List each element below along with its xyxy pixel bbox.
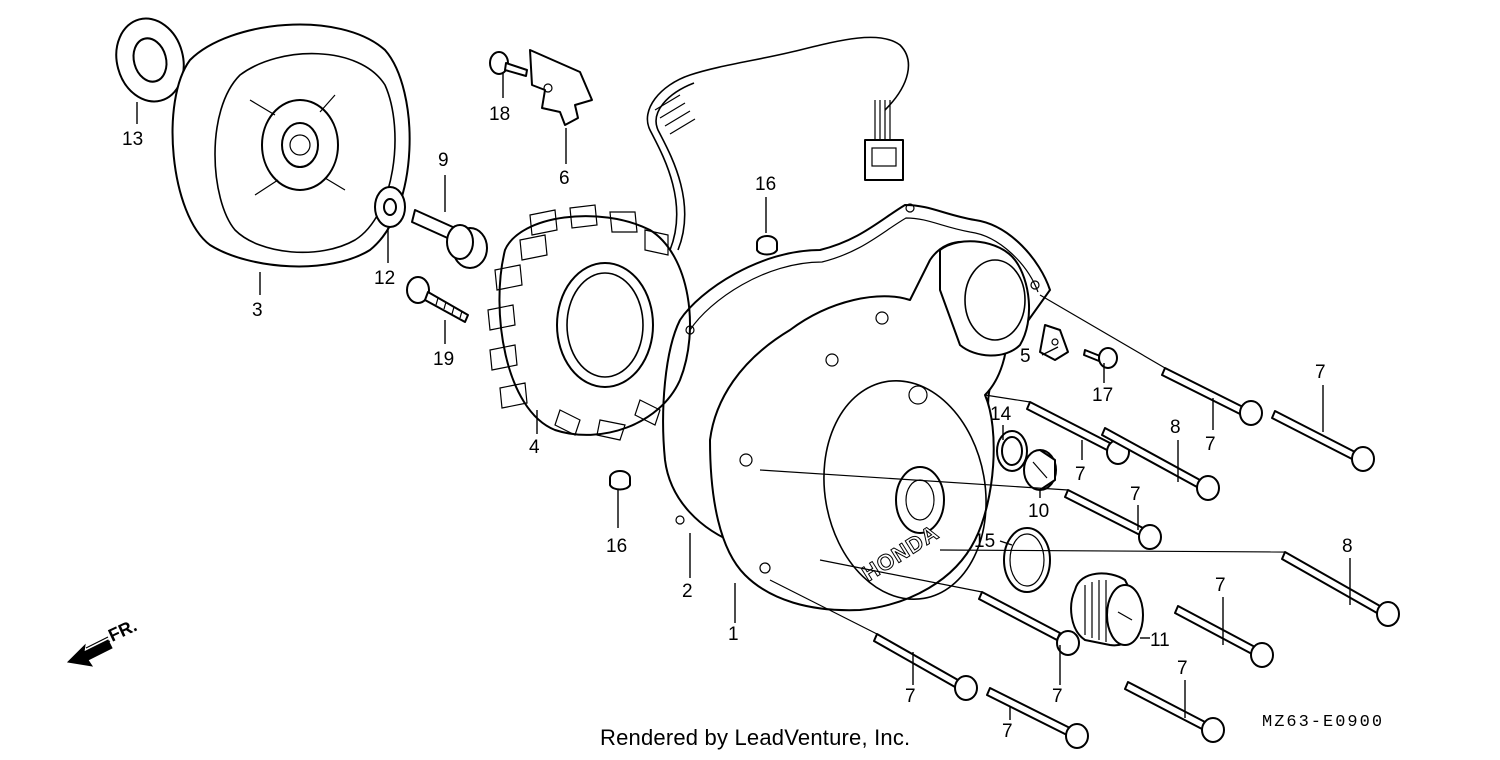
part-dowel-16-lower [609, 470, 631, 491]
part-washer-12 [374, 186, 406, 228]
alignment-lines [759, 294, 1286, 635]
part-bolt-17 [1083, 347, 1118, 369]
part-clamp-6 [529, 49, 593, 126]
callout-13: 13 [122, 129, 143, 150]
part-bolt-8-b [1281, 551, 1400, 627]
callout-8-b: 8 [1342, 536, 1353, 557]
callout-7-a: 7 [1315, 362, 1326, 383]
part-bolt-7-d [1064, 489, 1162, 550]
front-direction-indicator: FR. [66, 615, 140, 667]
callout-7-f: 7 [1052, 686, 1063, 707]
part-bolt-9 [411, 209, 488, 269]
callout-6: 6 [559, 168, 570, 189]
part-plug-10 [1023, 449, 1057, 491]
callout-1: 1 [728, 624, 739, 645]
part-bolt-8-a [1101, 427, 1220, 501]
part-oring-15 [1003, 527, 1051, 593]
part-bolt-7-a [1161, 367, 1263, 426]
callout-7-b: 7 [1205, 434, 1216, 455]
part-oring-14 [996, 430, 1028, 472]
callout-7-d: 7 [1130, 484, 1141, 505]
callout-18: 18 [489, 104, 510, 125]
leader-lines [136, 72, 1351, 720]
callout-7-c: 7 [1075, 464, 1086, 485]
callout-19: 19 [433, 349, 454, 370]
callout-17: 17 [1092, 385, 1113, 406]
callout-8-a: 8 [1170, 417, 1181, 438]
callout-7-i: 7 [1177, 658, 1188, 679]
callout-3: 3 [252, 300, 263, 321]
part-clip-5 [1039, 324, 1069, 361]
part-bolt-7-e [1174, 605, 1274, 668]
part-bolt-7-f [978, 591, 1080, 656]
front-direction-label: FR. [105, 615, 140, 645]
part-flywheel-3 [171, 23, 411, 268]
part-stator-4 [487, 36, 910, 441]
callout-7-h: 7 [1002, 721, 1013, 742]
callout-2: 2 [682, 581, 693, 602]
part-bolt-7-i [1124, 681, 1225, 743]
part-cover-1: HONDA [709, 240, 1031, 612]
callout-10: 10 [1028, 501, 1049, 522]
part-washer-13 [115, 17, 185, 103]
callout-11: 11 [1150, 630, 1170, 651]
callout-7-g: 7 [905, 686, 916, 707]
diagram-code: MZ63-E0900 [1262, 713, 1385, 732]
callout-16-lower: 16 [606, 536, 627, 557]
callout-9: 9 [438, 150, 449, 171]
part-bolt-19 [406, 276, 469, 323]
render-credit: Rendered by LeadVenture, Inc. [600, 725, 911, 750]
callout-labels: 13 3 12 9 19 18 6 4 16 16 2 1 5 17 14 10… [122, 104, 1353, 742]
part-dowel-16-upper [756, 235, 778, 256]
callout-12: 12 [374, 268, 395, 289]
front-arrow-icon [66, 639, 113, 667]
part-plug-11 [1070, 572, 1144, 647]
callout-14: 14 [990, 404, 1012, 425]
callout-15: 15 [974, 531, 995, 552]
callout-4: 4 [529, 437, 540, 458]
part-bolt-18 [489, 51, 528, 77]
part-bolt-7-g [873, 633, 978, 701]
callout-5: 5 [1020, 346, 1031, 367]
callout-16-upper: 16 [755, 174, 776, 195]
callout-7-e: 7 [1215, 575, 1226, 596]
part-bolt-7-b [1271, 410, 1375, 472]
part-bolt-7-h [986, 687, 1089, 749]
